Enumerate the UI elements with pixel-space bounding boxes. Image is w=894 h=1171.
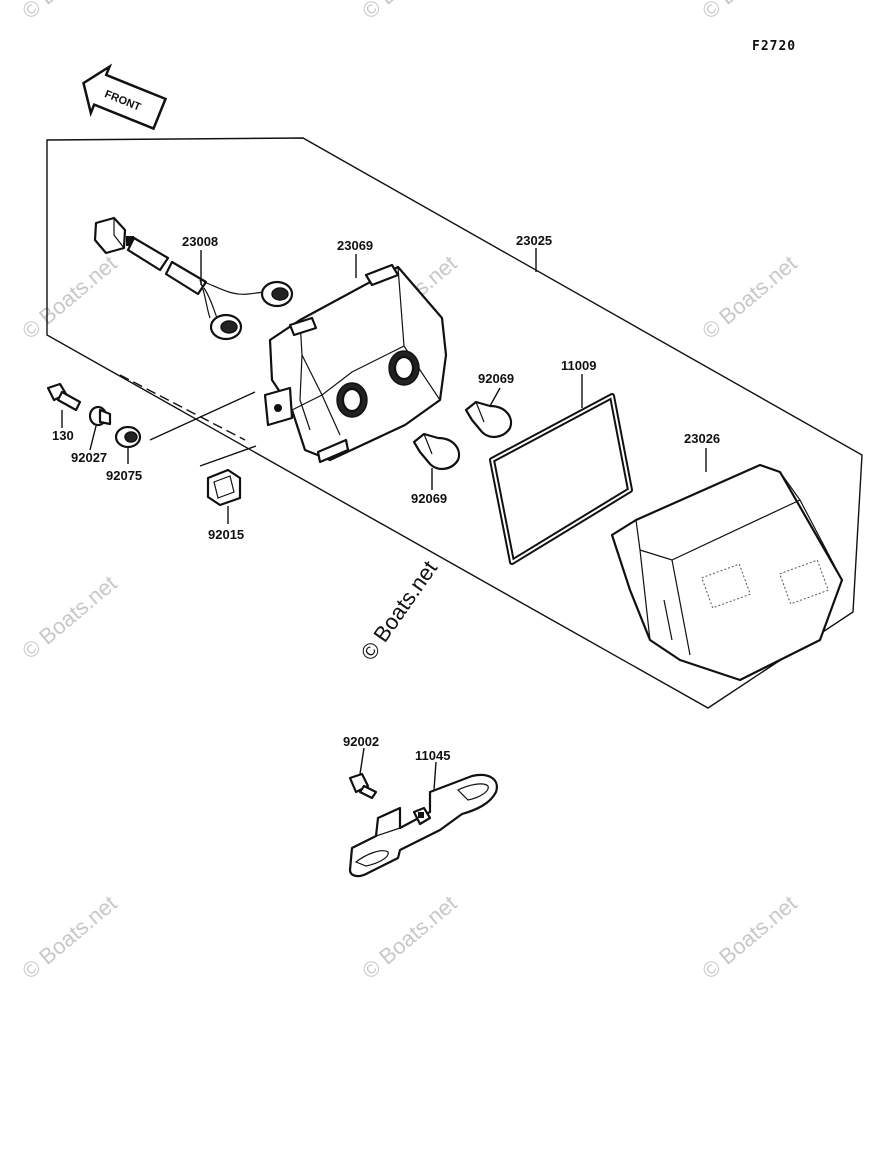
bracket-11045 — [348, 773, 498, 878]
part-label-11045: 11045 — [415, 748, 450, 763]
part-label-92027: 92027 — [71, 450, 107, 465]
lens-23026 — [610, 463, 844, 682]
part-label-92069-bottom: 92069 — [411, 491, 447, 506]
assembly-boundary — [46, 137, 863, 709]
watermark-center: © Boats.net — [356, 556, 443, 665]
bolt-92002 — [348, 772, 378, 800]
figure-code: F2720 — [752, 39, 796, 54]
part-label-92075: 92075 — [106, 468, 142, 483]
part-label-23025: 23025 — [516, 233, 552, 248]
collar-92027 — [88, 405, 112, 427]
part-label-23069: 23069 — [337, 238, 373, 253]
watermark: © Boats.net — [697, 0, 801, 24]
wiring-harness-23008 — [93, 216, 294, 341]
bulb-92069-bottom — [412, 432, 461, 470]
bolt-130 — [46, 382, 82, 412]
part-label-130: 130 — [52, 428, 74, 443]
leader-lines — [61, 248, 707, 791]
watermark: © Boats.net — [17, 891, 121, 984]
part-label-92002: 92002 — [343, 734, 379, 749]
watermark: © Boats.net — [697, 251, 801, 344]
boundary-dash — [119, 374, 246, 441]
lamp-housing-23069 — [263, 263, 448, 464]
front-arrow-icon: FRONT — [82, 63, 168, 131]
watermark: © Boats.net — [357, 891, 461, 984]
watermark: © Boats.net — [17, 0, 121, 24]
watermark: © Boats.net — [17, 251, 121, 344]
part-label-23008: 23008 — [182, 234, 218, 249]
watermark: © Boats.net — [357, 0, 461, 24]
watermark: © Boats.net — [697, 891, 801, 984]
gasket-11009 — [489, 393, 633, 565]
bulb-92069-top — [464, 400, 513, 438]
part-label-23026: 23026 — [684, 431, 720, 446]
grommet-92015 — [206, 468, 242, 507]
part-label-11009: 11009 — [561, 358, 596, 373]
part-label-92015: 92015 — [208, 527, 244, 542]
grommet-92075 — [114, 425, 142, 449]
part-label-92069-top: 92069 — [478, 371, 514, 386]
watermark: © Boats.net — [17, 571, 121, 664]
